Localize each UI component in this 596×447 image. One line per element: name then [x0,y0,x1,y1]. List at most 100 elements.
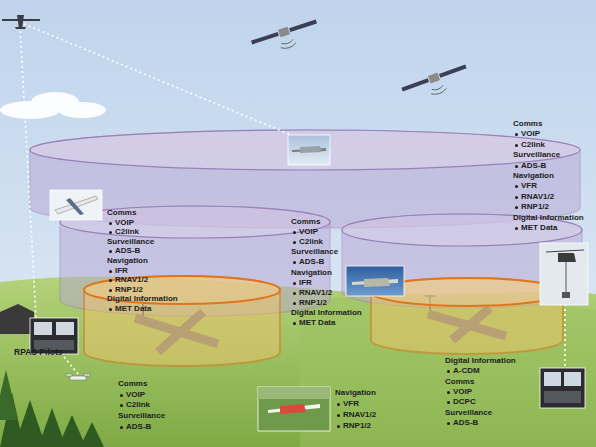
photo-frame [288,135,330,165]
aircraft-photo [346,266,404,296]
list-item: Navigation [335,388,376,398]
list-item: Comms [513,119,542,129]
aerodrome-volume-top [84,276,280,304]
section-heading: MET Data [299,318,335,328]
aircraft-body [55,196,98,214]
list-item: Surveillance [513,150,560,160]
helicopter-body [558,253,576,262]
section-heading: RNP1/2 [115,285,143,295]
signal-arcs [430,85,447,97]
section-heading: DCPC [453,397,476,407]
list-item: Surveillance [118,411,165,421]
tree [58,415,86,447]
datalink-line [60,352,78,374]
satellite-body [428,73,440,84]
high-altitude-aircraft [2,15,40,29]
aircraft-body [17,15,24,29]
rotor [546,250,584,252]
station-caption: RPAS Pilots [14,347,63,357]
photo-frame [50,190,102,220]
section-heading: ADS-B [115,246,140,256]
section-heading: C2link [115,227,139,237]
list-item: Surveillance [107,237,154,247]
section-heading: IFR [115,266,128,276]
section-heading: A-CDM [453,366,480,376]
section-heading: C2link [299,237,323,247]
section-heading: ADS-B [453,418,478,428]
list-item: Digital Information [445,356,516,366]
datalink-line [20,26,36,318]
aircraft-photo [50,190,102,220]
screen [56,322,74,335]
airspace-volume-top [30,130,580,170]
aerodrome-volume [84,276,280,366]
cloud-puff [58,102,106,118]
list-item: Surveillance [445,408,492,418]
photo-background [258,387,330,399]
section-heading: MET Data [521,223,557,233]
section-heading: VOIP [299,227,318,237]
section-heading: MET Data [115,304,151,314]
ground-control-station [0,304,78,354]
photo-frame [258,387,330,431]
section-heading: ADS-B [299,257,324,267]
list-item: Comms [445,377,474,387]
helicopter-photo [540,243,588,305]
list-item: Digital Information [107,294,178,304]
aircraft-photo [258,387,330,431]
section-heading: IFR [299,278,312,288]
aircraft-wing [66,198,84,215]
section-heading: RNAV1/2 [115,275,148,285]
solar-panel [289,20,317,32]
solar-panel [251,32,279,44]
datalink-line [564,304,566,368]
hangar [0,304,34,334]
section-heading: ADS-B [521,161,546,171]
list-item: Surveillance [291,247,338,257]
aircraft-body [364,278,390,287]
section-heading: VOIP [126,390,145,400]
section-heading: VOIP [115,218,134,228]
list-item: Navigation [513,171,554,181]
section-heading: RNP1/2 [299,298,327,308]
section-heading: RNAV1/2 [521,192,554,202]
small-drone [66,374,90,380]
datalink-line [24,24,296,137]
list-item: Comms [118,379,147,389]
screen [34,322,52,335]
tree [80,422,104,447]
list-item: Comms [107,208,136,218]
section-heading: RNAV1/2 [299,288,332,298]
cloud [0,92,106,119]
satellite-body [278,27,290,38]
solar-panel [401,78,429,91]
drone-rotor [84,374,90,376]
sling-line [566,262,567,292]
satellite [401,63,472,106]
console [544,391,581,403]
section-heading: VOIP [521,129,540,139]
station-frame [540,368,585,408]
aircraft-body [280,404,306,414]
trees [0,370,104,447]
section-heading: RNP1/2 [521,202,549,212]
section-heading: C2link [126,400,150,410]
solar-panel [439,64,467,77]
list-item: Digital Information [291,308,362,318]
list-item: Comms [291,217,320,227]
sling-load [562,292,570,298]
list-item: Navigation [107,256,148,266]
aircraft-body [300,146,322,153]
aircraft-photo [288,135,330,165]
screen [544,372,561,386]
list-item: Navigation [291,268,332,278]
ground-control-station [540,368,585,408]
section-heading: RNP1/2 [343,421,371,431]
section-heading: ADS-B [126,422,151,432]
photo-frame [346,266,404,296]
section-heading: VFR [343,399,359,409]
list-item: Digital Information [513,213,584,223]
aircraft-tail [15,27,26,29]
datalink-lines [20,24,565,374]
